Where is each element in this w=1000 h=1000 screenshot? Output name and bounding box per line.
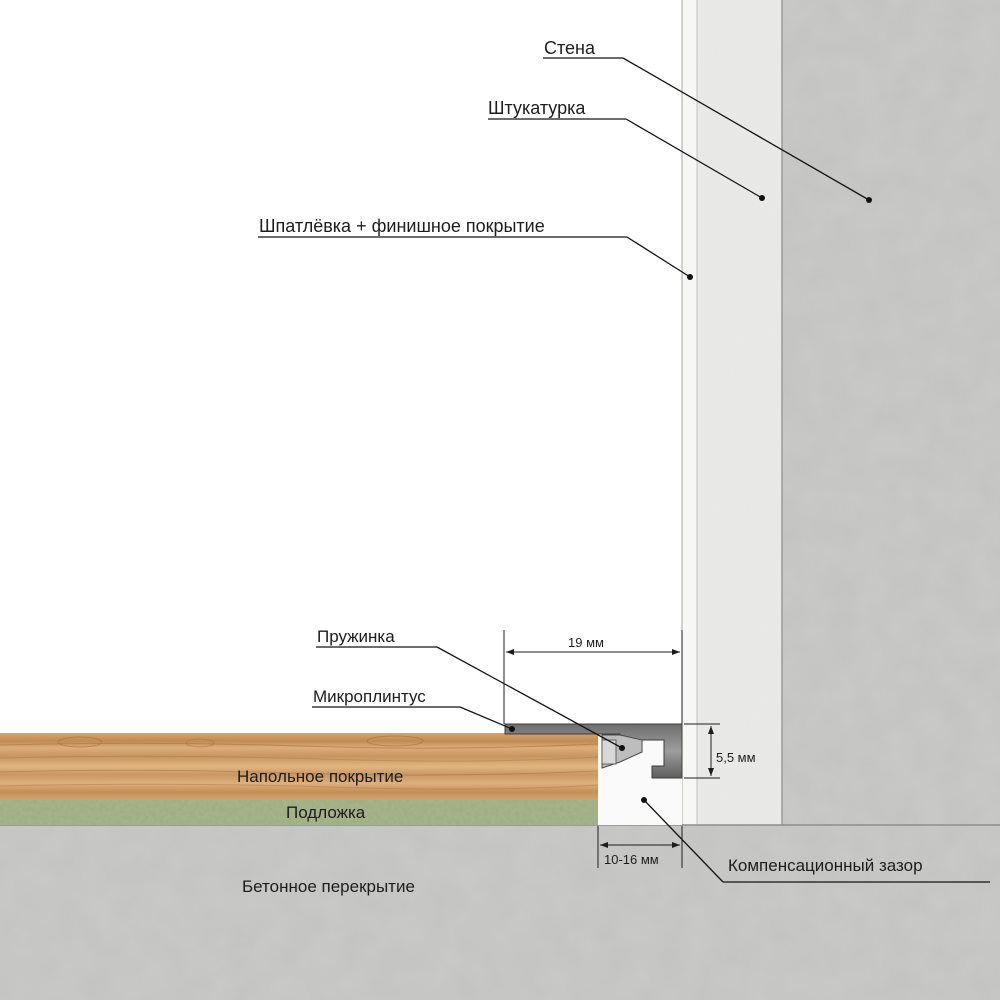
concrete-wall <box>782 0 1000 826</box>
label-gap: Компенсационный зазор <box>728 856 923 875</box>
concrete-slab <box>0 824 1000 1000</box>
putty-finish-layer <box>681 0 698 826</box>
label-wall: Стена <box>544 38 596 58</box>
micro-skirting-profile <box>504 723 683 779</box>
leader-lines <box>258 57 990 883</box>
dim-label-skirting-width: 19 мм <box>568 635 604 650</box>
underlay-layer <box>0 800 598 825</box>
dim-label-gap-width: 10-16 мм <box>604 852 659 867</box>
dim-label-skirting-height: 5,5 мм <box>716 750 756 765</box>
label-micro-skirting: Микроплинтус <box>313 687 426 706</box>
label-slab: Бетонное перекрытие <box>242 877 415 896</box>
label-flooring: Напольное покрытие <box>237 767 403 786</box>
label-plaster: Штукатурка <box>488 98 586 118</box>
flooring-layer <box>0 733 599 800</box>
label-underlay: Подложка <box>286 803 366 822</box>
label-putty: Шпатлёвка + финишное покрытие <box>259 216 545 236</box>
plaster-layer <box>697 0 783 826</box>
dimension-lines <box>503 630 720 868</box>
label-spring: Пружинка <box>317 627 395 646</box>
